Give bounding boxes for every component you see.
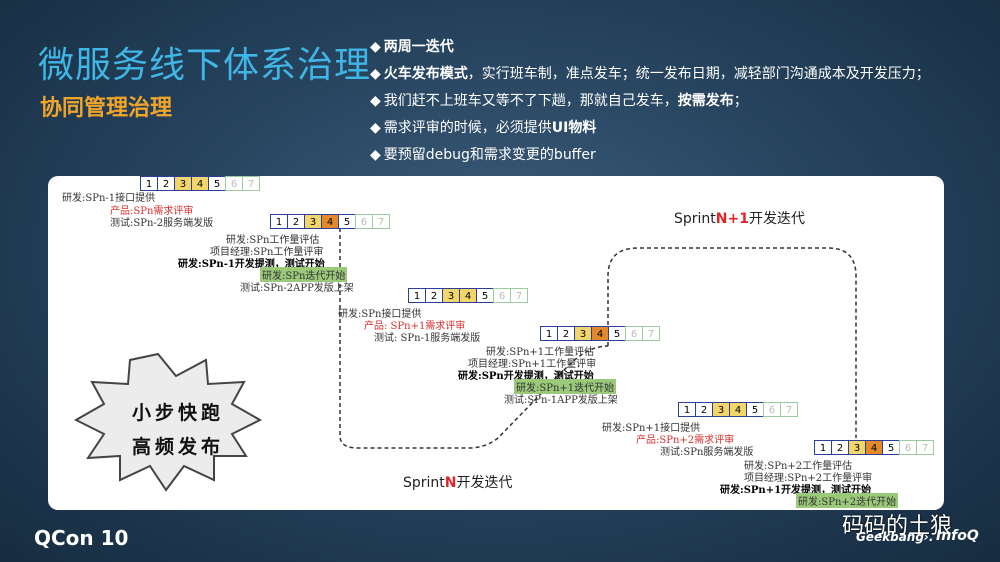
task-label: 产品: SPn+1需求评审 — [364, 321, 466, 332]
bullet-item: ◆需求评审的时候，必须提供UI物料 — [370, 117, 990, 144]
sprint-n-label: SprintN开发迭代 — [403, 475, 513, 491]
task-label: 研发:SPn-1接口提供 — [62, 193, 156, 204]
task-label: 研发:SPn-1开发提测，测试开始 — [178, 259, 325, 270]
slide-subtitle: 协同管理治理 — [40, 96, 173, 121]
diamond-icon: ◆ — [370, 66, 381, 82]
task-label: 产品:SPn需求评审 — [110, 206, 194, 217]
task-label: 测试:SPn服务端发版 — [660, 447, 754, 458]
task-label: 产品:SPn+2需求评审 — [636, 435, 735, 446]
bullet-text: ，实行班车制，准点发车；统一发布日期，减轻部门沟通成本及开发压力； — [467, 66, 930, 82]
diamond-icon: ◆ — [370, 120, 381, 136]
task-label: 测试:SPn-2服务端发版 — [110, 218, 214, 229]
bullet-bold: UI物料 — [551, 120, 597, 136]
connector-lines — [73, 228, 857, 492]
bullet-item: ◆火车发布模式，实行班车制，准点发车；统一发布日期，减轻部门沟通成本及开发压力； — [370, 63, 990, 90]
task-label: 测试: SPn-1服务端发版 — [374, 333, 481, 344]
task-label: 项目经理:SPn+1工作量评审 — [468, 359, 597, 370]
task-label: 研发:SPn+1开发提测，测试开始 — [720, 485, 872, 496]
task-label: 测试:SPn-2APP发版上架 — [240, 283, 354, 294]
task-label: 研发:SPn开发提测，测试开始 — [458, 371, 594, 382]
task-label: 研发:SPn+1工作量评估 — [486, 347, 595, 358]
task-label: 研发:SPn工作量评估 — [226, 235, 320, 246]
bullet-text: ； — [733, 93, 748, 109]
task-label: 研发:SPn+2迭代开始 — [796, 493, 899, 508]
starburst-shape — [73, 352, 263, 492]
bullet-item: ◆要预留debug和需求变更的buffer — [370, 144, 990, 171]
star-text-line2: 高频发布 — [132, 436, 225, 458]
task-label: 研发:SPn接口提供 — [338, 309, 422, 320]
bullet-item: ◆两周一迭代 — [370, 36, 990, 63]
task-label: 研发:SPn+1接口提供 — [602, 423, 701, 434]
task-label: 项目经理:SPn工作量评审 — [210, 247, 324, 258]
bullet-bold: 按需发布 — [677, 93, 734, 109]
bullet-text: 需求评审的时候，必须提供 — [383, 120, 552, 136]
task-label: 研发:SPn迭代开始 — [260, 267, 348, 282]
bullet-text: 我们赶不上班车又等不了下趟，那就自己发车， — [383, 93, 678, 109]
infoq-logo: InfoQ — [936, 528, 979, 544]
qcon-logo: QCon 10 — [34, 526, 129, 550]
bullet-bold: 火车发布模式 — [383, 66, 468, 82]
task-label: 研发:SPn+1迭代开始 — [514, 379, 617, 394]
bullet-item: ◆我们赶不上班车又等不了下趟，那就自己发车，按需发布； — [370, 90, 990, 117]
star-text-line1: 小步快跑 — [132, 402, 225, 424]
bullet-bold: 两周一迭代 — [383, 39, 454, 55]
slide-title: 微服务线下体系治理 — [38, 45, 372, 86]
bullet-list: ◆两周一迭代 ◆火车发布模式，实行班车制，准点发车；统一发布日期，减轻部门沟通成… — [370, 36, 990, 171]
task-label: 研发:SPn+2工作量评估 — [744, 461, 853, 472]
bullet-text: 要预留debug和需求变更的buffer — [383, 147, 596, 163]
diamond-icon: ◆ — [370, 39, 381, 55]
task-label: 项目经理:SPn+2工作量评审 — [744, 473, 873, 484]
task-label: 测试:SPn-1APP发版上架 — [504, 395, 618, 406]
diamond-icon: ◆ — [370, 147, 381, 163]
diamond-icon: ◆ — [370, 93, 381, 109]
watermark-text: 码码的土狼 — [842, 514, 953, 539]
geekbang-logo: Geekbang›. — [856, 530, 934, 544]
sprint-n1-label: SprintN+1开发迭代 — [674, 211, 805, 227]
